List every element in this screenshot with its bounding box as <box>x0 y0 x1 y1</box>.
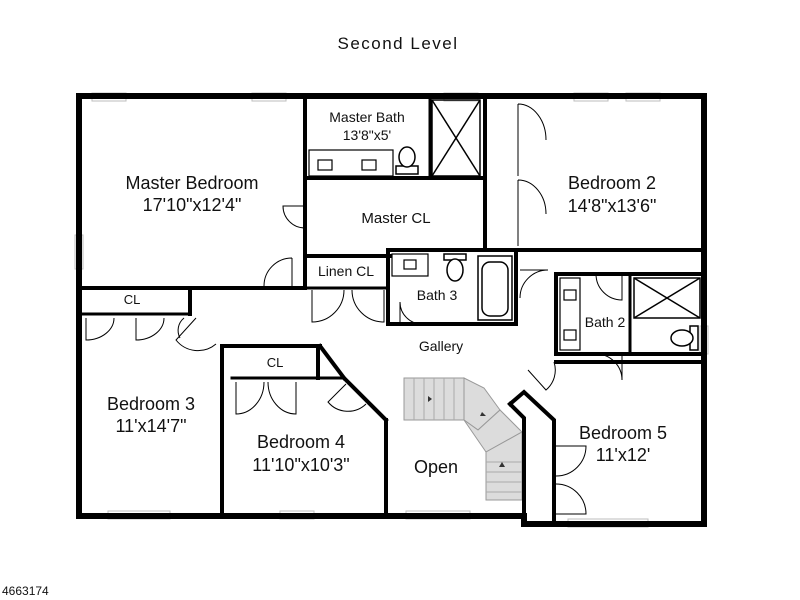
master-bath-size: 13'8"x5' <box>343 127 391 143</box>
cl-bedroom-4-name: CL <box>267 355 284 370</box>
bedroom-2-size: 14'8"x13'6" <box>568 196 657 216</box>
bath-3-name: Bath 3 <box>417 287 458 303</box>
master-bedroom-name: Master Bedroom <box>125 173 258 193</box>
bath-2-name: Bath 2 <box>585 314 626 330</box>
shower <box>431 99 701 319</box>
walls <box>76 93 707 527</box>
bathtub <box>477 255 513 321</box>
bedroom-5-name: Bedroom 5 <box>579 423 667 443</box>
bedroom-5-size: 11'x12' <box>596 445 651 465</box>
open-name: Open <box>414 457 458 477</box>
bedroom-3-name: Bedroom 3 <box>107 394 195 414</box>
gallery-name: Gallery <box>419 338 463 354</box>
master-cl-name: Master CL <box>361 210 430 227</box>
vanities <box>308 149 581 351</box>
doors <box>85 103 623 515</box>
room-labels: Master Bedroom 17'10"x12'4" Master Bath … <box>107 109 667 477</box>
bedroom-4-name: Bedroom 4 <box>257 432 345 452</box>
stair-arrows <box>428 396 505 467</box>
bedroom-3-size: 11'x14'7" <box>116 416 187 436</box>
bedroom-2-name: Bedroom 2 <box>568 173 656 193</box>
listing-id: 4663174 <box>2 584 49 598</box>
bedroom-4-size: 11'10"x10'3" <box>252 455 349 475</box>
toilets <box>395 146 699 351</box>
stair-treads <box>413 378 522 493</box>
master-bedroom-size: 17'10"x12'4" <box>143 195 242 215</box>
cl-left-name: CL <box>124 292 141 307</box>
linen-cl-name: Linen CL <box>318 263 374 279</box>
master-bath-name: Master Bath <box>329 109 404 125</box>
plan-title: Second Level <box>337 34 458 53</box>
